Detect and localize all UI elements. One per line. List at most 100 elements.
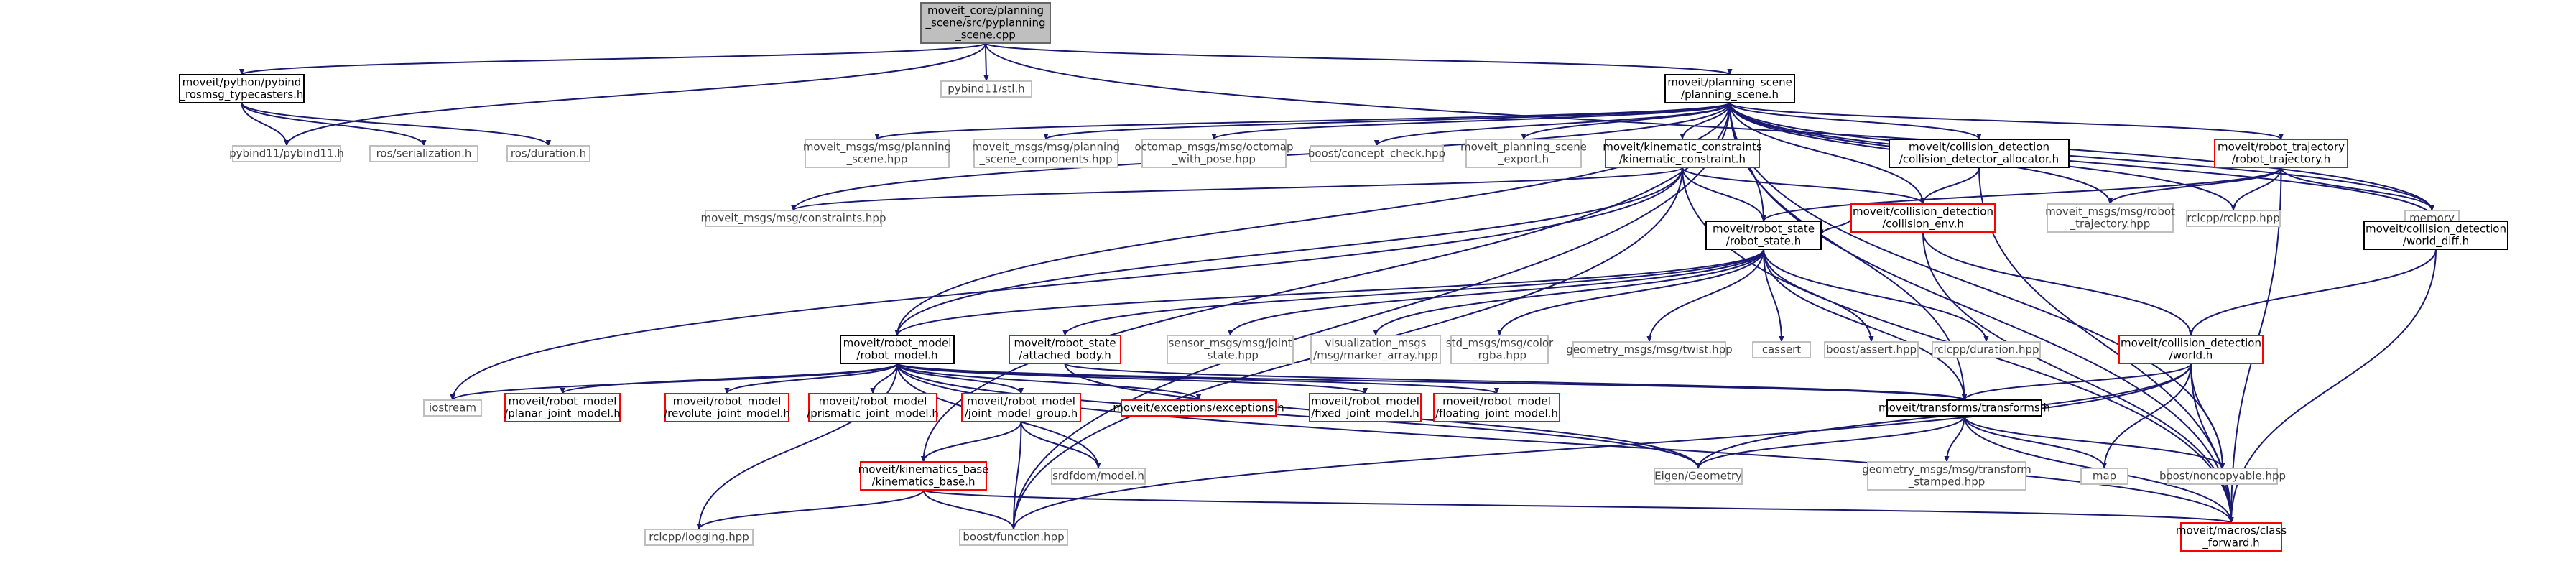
node-label-line: /planar_joint_model.h [504, 407, 621, 421]
node-kinematics_base[interactable]: moveit/kinematics_base/kinematics_base.h [858, 461, 989, 491]
node-joint_state_msg[interactable]: sensor_msgs/msg/joint_state.hpp [1167, 335, 1294, 364]
node-psc_msg[interactable]: moveit_msgs/msg/planning_scene_component… [972, 139, 1120, 168]
node-rclcpp_logging[interactable]: rclcpp/logging.hpp [644, 529, 754, 546]
node-label-line: iostream [429, 402, 476, 414]
node-world[interactable]: moveit/collision_detection/world.h [2118, 335, 2264, 364]
node-box [644, 529, 754, 546]
node-label-line: moveit/robot_model [967, 395, 1075, 409]
node-label-line: /collision_detector_allocator.h [1899, 153, 2059, 167]
edge-robot_state-to-attached_body [1062, 249, 1764, 336]
edge-world-to-transforms [1962, 363, 2192, 401]
node-robot_state[interactable]: moveit/robot_state/robot_state.h [1705, 221, 1822, 250]
node-label-line: _scene.hpp [846, 153, 908, 167]
node-box [920, 2, 1051, 44]
node-transforms[interactable]: moveit/transforms/transforms.h [1878, 399, 2050, 417]
edge-robot_model-to-revolute_joint [724, 363, 898, 394]
node-rclcpp_duration[interactable]: rclcpp/duration.hpp [1932, 341, 2041, 358]
node-collision_env[interactable]: moveit/collision_detection/collision_env… [1850, 203, 1996, 233]
edge-collision_env-to-robot_state [1818, 218, 1852, 236]
node-label-line: /attached_body.h [1019, 349, 1111, 363]
node-box [2118, 335, 2264, 364]
node-box [369, 145, 478, 162]
node-boost_function[interactable]: boost/function.hpp [959, 529, 1068, 546]
node-label-line: _rosmsg_typecasters.h [180, 88, 304, 102]
node-label-line: _state.hpp [1201, 349, 1259, 363]
node-boost_assert[interactable]: boost/assert.hpp [1824, 341, 1919, 358]
node-pybind11[interactable]: pybind11/pybind11.h [229, 145, 344, 162]
node-label-line: moveit/kinematics_base [858, 463, 989, 477]
node-cassert[interactable]: cassert [1752, 341, 1811, 358]
node-label-line: _scene_components.hpp [978, 153, 1112, 167]
node-color_rgba_msg[interactable]: std_msgs/msg/color_rgba.hpp [1446, 335, 1554, 364]
node-label-line: moveit/robot_model [843, 337, 952, 351]
node-exceptions[interactable]: moveit/exceptions/exceptions.h [1113, 399, 1284, 417]
node-floating_joint[interactable]: moveit/robot_model/floating_joint_model.… [1433, 393, 1560, 422]
node-root[interactable]: moveit_core/planning_scene/src/pyplannin… [920, 2, 1051, 44]
node-pybind_stl[interactable]: pybind11/stl.h [940, 80, 1032, 98]
edge-kin_constraint-to-constraints_msg [791, 167, 1683, 211]
edge-collision_env-to-world [1922, 231, 2194, 336]
node-ps_msg[interactable]: moveit_msgs/msg/planning_scene.hpp [803, 139, 951, 168]
node-ros_serialization[interactable]: ros/serialization.h [369, 145, 478, 162]
node-octomap_msg[interactable]: octomap_msgs/msg/octomap_with_pose.hpp [1135, 139, 1294, 168]
node-srdfdom[interactable]: srdfdom/model.h [1051, 468, 1146, 485]
node-label-line: /floating_joint_model.h [1435, 407, 1558, 421]
node-prismatic_joint[interactable]: moveit/robot_model/prismatic_joint_model… [807, 393, 939, 422]
edge-kinematics_base-to-rclcpp_logging [696, 489, 925, 530]
node-concept_check[interactable]: boost/concept_check.hpp [1308, 145, 1445, 162]
node-rclcpp[interactable]: rclcpp/rclcpp.hpp [2186, 210, 2281, 227]
edge-planning_scene-to-boost_function [1011, 102, 1731, 530]
node-label-line: boost/function.hpp [963, 531, 1064, 544]
node-revolute_joint[interactable]: moveit/robot_model/revolute_joint_model.… [664, 393, 790, 422]
edge-planning_scene-to-robot_trajectory [1729, 102, 2284, 140]
node-noncopyable[interactable]: boost/noncopyable.hpp [2159, 468, 2286, 485]
node-transform_stamped_msg[interactable]: geometry_msgs/msg/transform_stamped.hpp [1862, 461, 2031, 491]
node-class_forward[interactable]: moveit/macros/class_forward.h [2176, 522, 2287, 552]
edge-world-to-class_forward [2190, 363, 2234, 524]
node-attached_body[interactable]: moveit/robot_state/attached_body.h [1009, 335, 1121, 364]
node-fixed_joint[interactable]: moveit/robot_model/fixed_joint_model.h [1309, 393, 1422, 422]
node-map[interactable]: map [2080, 468, 2128, 485]
node-iostream[interactable]: iostream [423, 399, 482, 417]
node-label-line: boost/concept_check.hpp [1308, 147, 1445, 161]
node-label-line: moveit/python/pybind [182, 76, 302, 89]
node-kin_constraint[interactable]: moveit/kinematic_constraints/kinematic_c… [1603, 139, 1762, 168]
edge-planning_scene-to-class_forward [1729, 102, 2234, 524]
edge-joint_model_group-to-srdfdom [1020, 421, 1101, 469]
node-label-line: rclcpp/duration.hpp [1933, 343, 2039, 356]
node-robot_model[interactable]: moveit/robot_model/robot_model.h [840, 335, 955, 364]
edge-joint_model_group-to-boost_function [1011, 421, 1022, 530]
node-robot_trajectory[interactable]: moveit/robot_trajectory/robot_trajectory… [2214, 139, 2348, 168]
node-ros_duration[interactable]: ros/duration.h [506, 145, 590, 162]
node-box [232, 145, 341, 162]
node-planar_joint[interactable]: moveit/robot_model/planar_joint_model.h [504, 393, 621, 422]
node-ps_export[interactable]: moveit_planning_scene_export.h [1460, 139, 1587, 168]
node-robot_traj_msg[interactable]: moveit_msgs/msg/robot_trajectory.hpp [2045, 203, 2175, 233]
node-box [2186, 210, 2281, 227]
node-twist_msg[interactable]: geometry_msgs/msg/twist.hpp [1566, 341, 1733, 358]
node-label-line: _rgba.hpp [1472, 349, 1526, 363]
edge-transforms-to-transform_stamped_msg [1944, 415, 1965, 463]
node-joint_model_group[interactable]: moveit/robot_model/joint_model_group.h [961, 393, 1081, 422]
edge-world-to-boost_function [1011, 363, 2192, 530]
node-eigen_geometry[interactable]: Eigen/Geometry [1654, 468, 1743, 485]
node-constraints_msg[interactable]: moveit_msgs/msg/constraints.hpp [701, 210, 886, 227]
node-label-line: /world_diff.h [2403, 235, 2469, 249]
node-planning_scene[interactable]: moveit/planning_scene/planning_scene.h [1664, 74, 1795, 103]
edge-robot_state-to-marker_array_msg [1373, 249, 1764, 336]
node-box [1752, 341, 1811, 358]
node-marker_array_msg[interactable]: visualization_msgs/msg/marker_array.hpp [1310, 335, 1441, 364]
node-label-line: _forward.h [2202, 537, 2259, 550]
edge-robot_state-to-transforms [1763, 249, 1968, 401]
node-box [808, 393, 937, 422]
header-nodes: moveit_core/planning_scene/src/pyplannin… [179, 2, 2508, 552]
node-label-line: moveit/transforms/transforms.h [1878, 402, 2050, 414]
edge-robot_state-to-boost_assert [1763, 249, 1874, 343]
node-label-line: rclcpp/rclcpp.hpp [2187, 212, 2279, 225]
node-pybind_typecasters[interactable]: moveit/python/pybind_rosmsg_typecasters.… [179, 74, 305, 103]
node-world_diff[interactable]: moveit/collision_detection/world_diff.h [2363, 221, 2508, 250]
node-cd_allocator[interactable]: moveit/collision_detection/collision_det… [1889, 139, 2070, 168]
node-label-line: boost/assert.hpp [1826, 343, 1917, 356]
node-label-line: boost/noncopyable.hpp [2159, 470, 2286, 483]
edge-robot_trajectory-to-rclcpp [2230, 167, 2282, 211]
